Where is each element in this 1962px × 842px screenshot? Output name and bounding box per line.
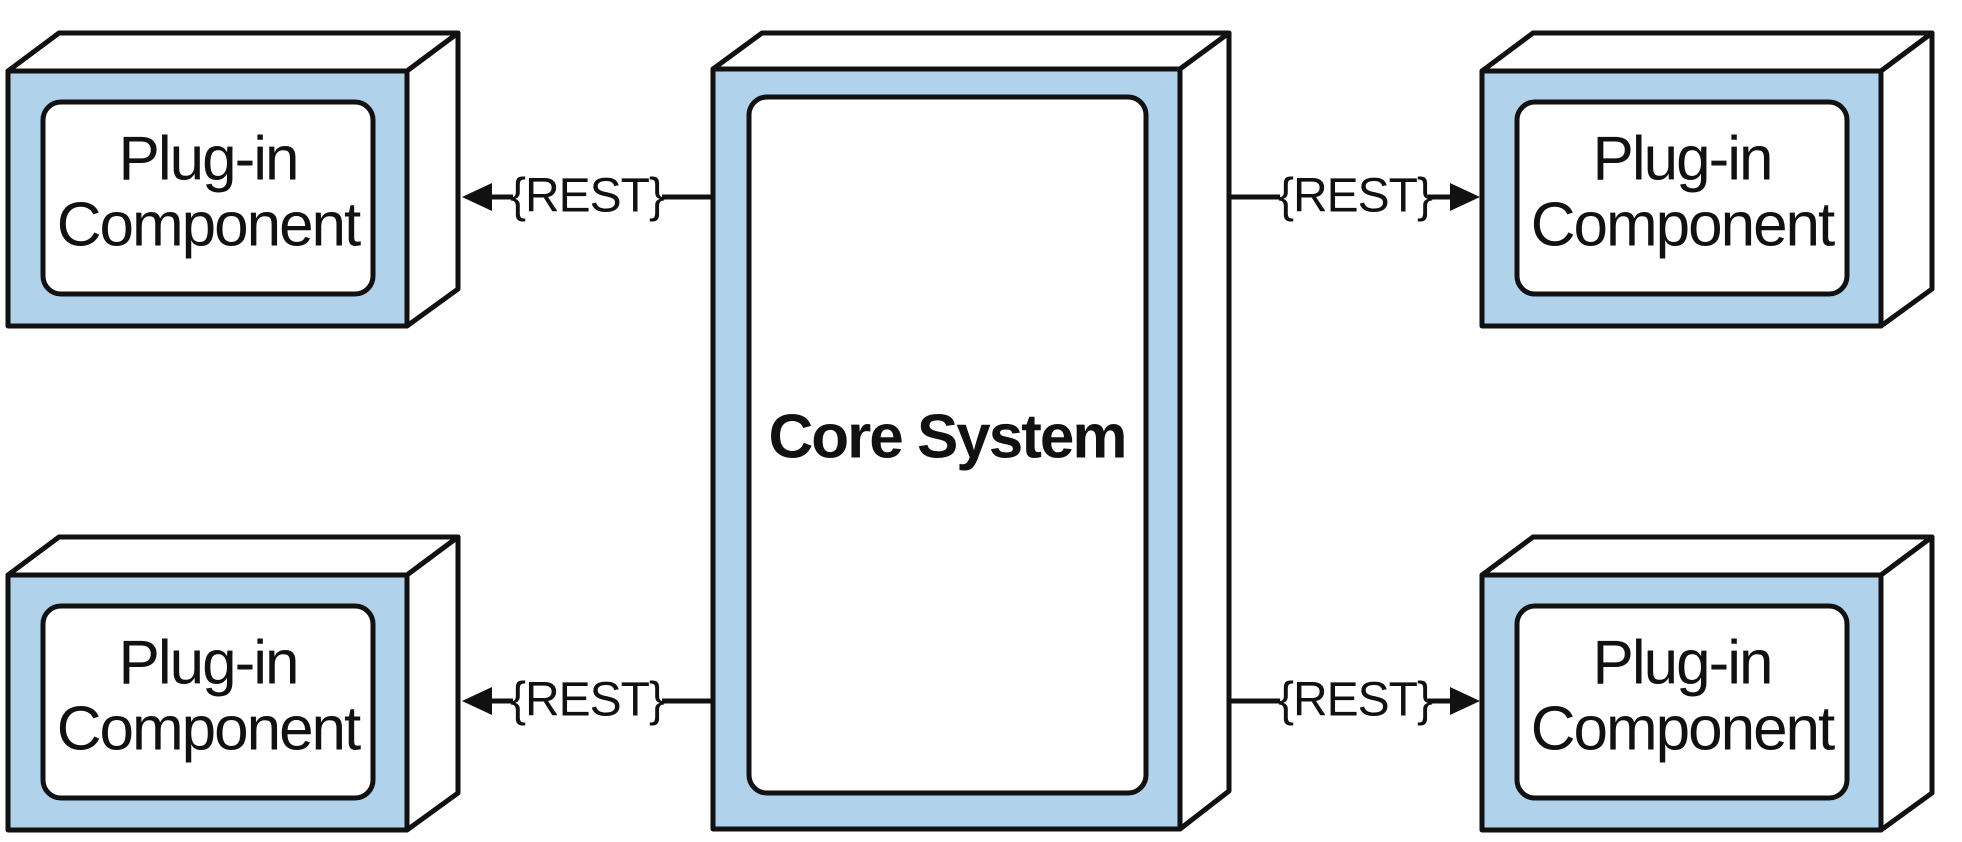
plugin-label-line2: Component [57, 694, 361, 763]
rest-connector-bottom-right: {REST} [1229, 674, 1480, 727]
plugin-component-top-right: Plug-in Component [1479, 30, 1935, 329]
plugin-component-top-left: Plug-in Component [5, 30, 461, 329]
core-system-node: Core System [710, 30, 1232, 832]
arrowhead-icon [1450, 687, 1480, 715]
arrowhead-icon [462, 183, 492, 211]
plugin-label-line1: Plug-in [1593, 628, 1772, 697]
rest-connector-bottom-left: {REST} [462, 674, 713, 727]
plugin-label-line2: Component [1531, 190, 1835, 259]
plugin-component-bottom-left: Plug-in Component [5, 534, 461, 833]
rest-label: {REST} [1278, 170, 1433, 223]
rest-connector-top-left: {REST} [462, 170, 713, 223]
plugin-label-line1: Plug-in [119, 628, 298, 697]
rest-label: {REST} [1278, 674, 1433, 727]
arrowhead-icon [462, 687, 492, 715]
rest-label: {REST} [510, 170, 665, 223]
plugin-label-line2: Component [1531, 694, 1835, 763]
rest-connector-top-right: {REST} [1229, 170, 1480, 223]
plugin-label-line1: Plug-in [119, 124, 298, 193]
plugin-component-bottom-right: Plug-in Component [1479, 534, 1935, 833]
arrowhead-icon [1450, 183, 1480, 211]
plugin-label-line1: Plug-in [1593, 124, 1772, 193]
core-system-label: Core System [768, 402, 1125, 471]
rest-label: {REST} [510, 674, 665, 727]
plugin-label-line2: Component [57, 190, 361, 259]
